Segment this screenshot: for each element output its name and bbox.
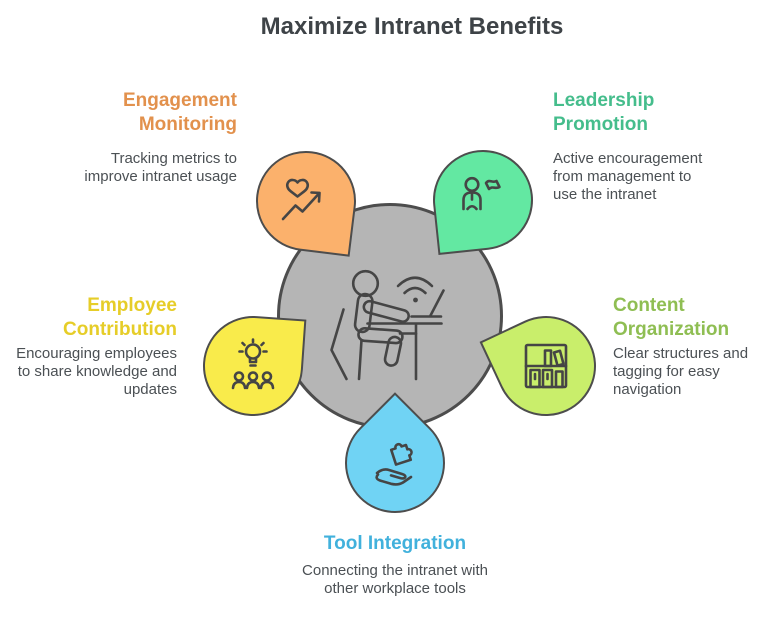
wifi-icon	[396, 276, 434, 303]
chair	[330, 308, 363, 381]
section-leadership-heading: Leadership Promotion	[553, 90, 655, 135]
section-employee-description: Encouraging employees to share knowledge…	[16, 345, 177, 398]
section-content-heading: Content Organization	[613, 295, 730, 340]
petal-tool	[324, 392, 466, 534]
section-engagement-heading: Engagement Monitoring	[122, 90, 237, 135]
petal-content	[479, 299, 613, 433]
bookshelf-icon	[524, 343, 568, 389]
idea-team-icon	[231, 338, 275, 390]
section-employee-heading: Employee Contribution	[63, 295, 177, 340]
petal-employee	[199, 312, 307, 420]
section-tool-description: Connecting the intranet with other workp…	[302, 562, 488, 597]
section-content-description: Clear structures and tagging for easy na…	[613, 345, 749, 398]
petal-leadership	[428, 145, 538, 255]
petal-engagement	[250, 145, 362, 257]
infographic-title: Maximize Intranet Benefits	[260, 13, 564, 40]
desk	[366, 322, 443, 381]
person-laptop-illustration	[330, 269, 445, 381]
person-figure	[351, 269, 410, 367]
heart-growth-icon	[281, 178, 321, 221]
laptop-icon	[410, 289, 445, 318]
hand-puzzle-icon	[375, 442, 413, 486]
person-announcement-icon	[462, 176, 501, 211]
section-engagement-description: Tracking metrics to improve intranet usa…	[84, 150, 237, 185]
section-tool-heading: Tool Integration	[323, 533, 467, 554]
section-leadership-description: Active encouragement from management to …	[553, 150, 703, 203]
